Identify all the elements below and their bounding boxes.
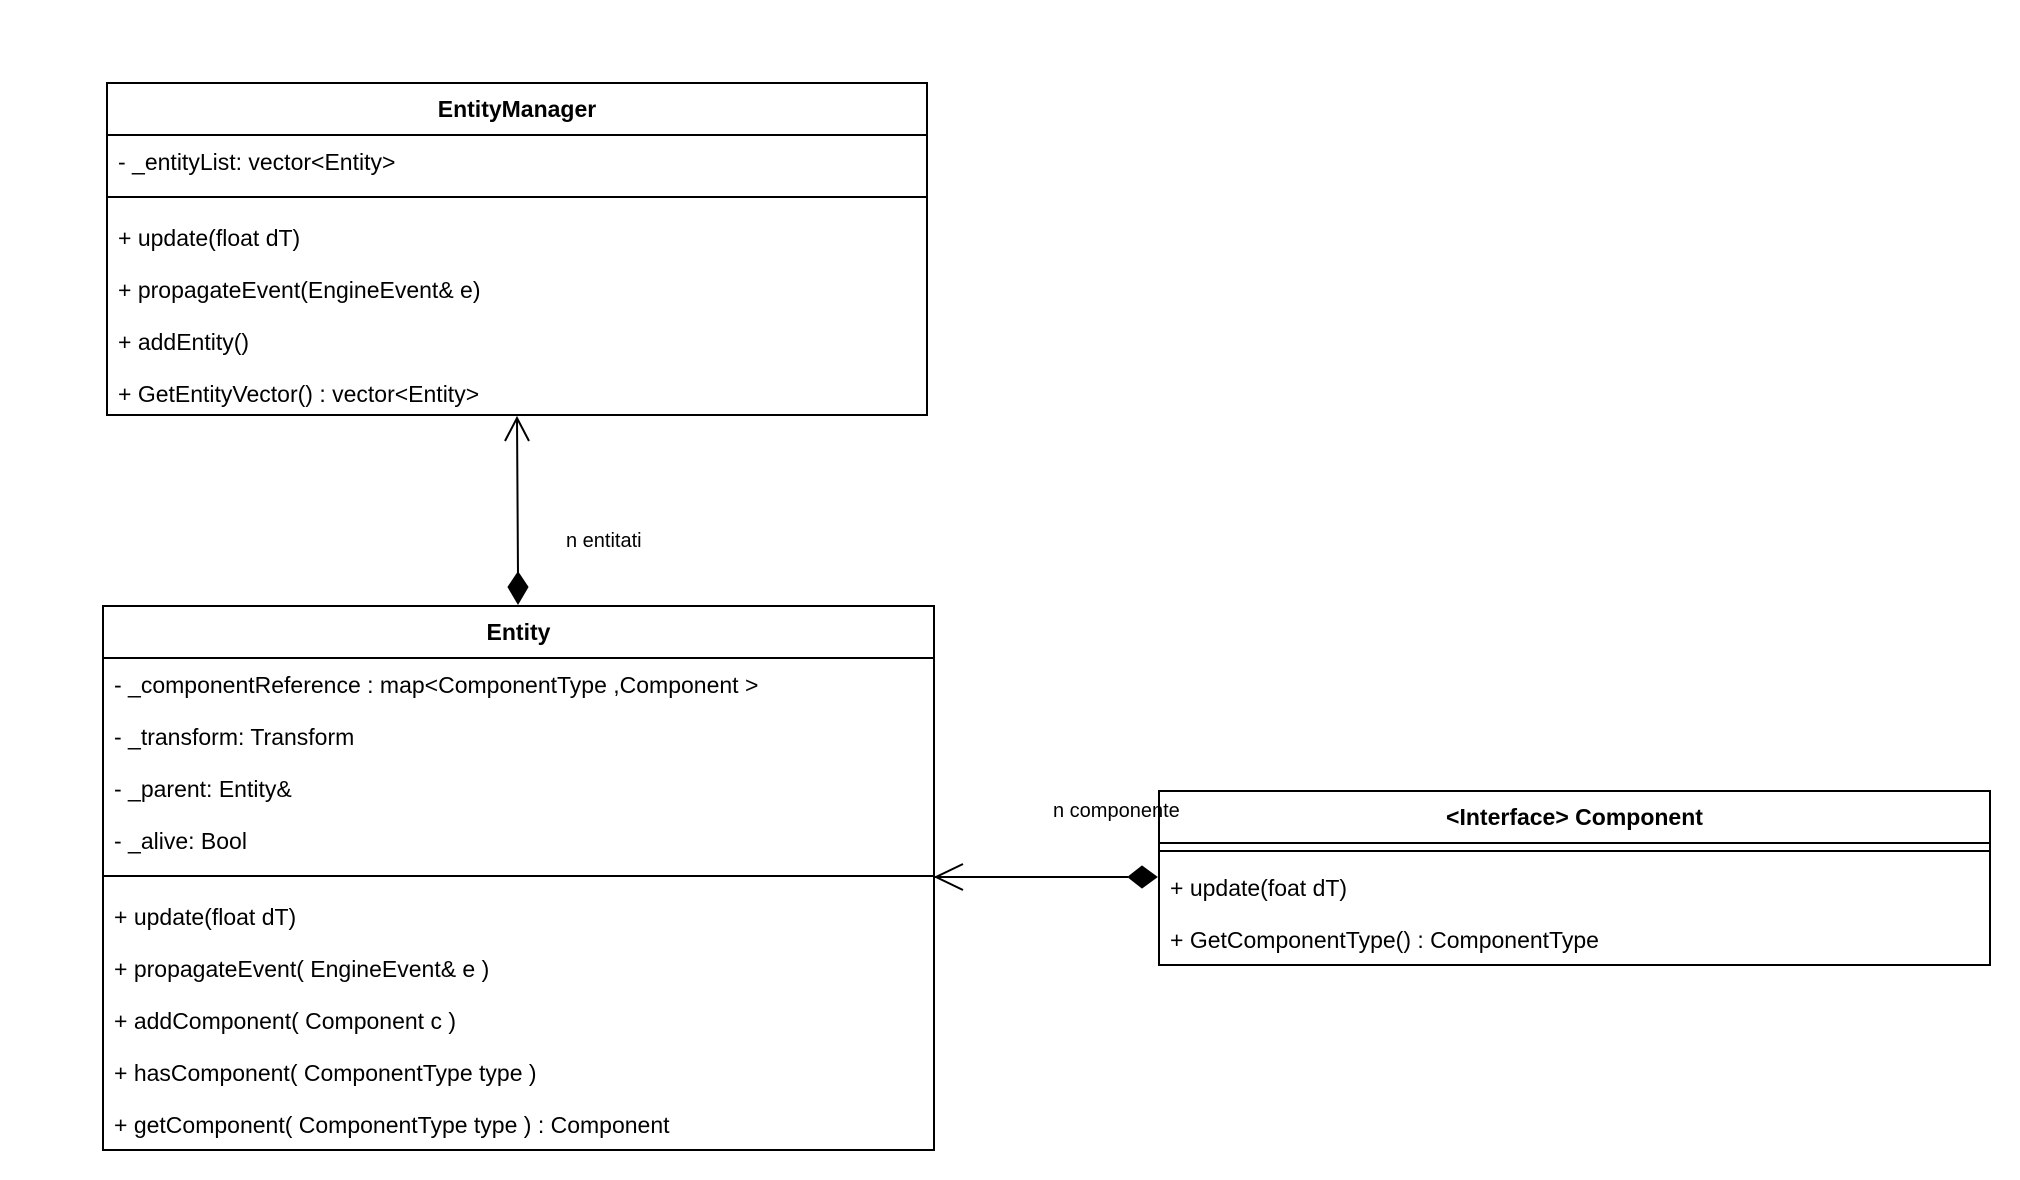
class-attribute: - _componentReference : map<ComponentTyp…: [114, 672, 759, 698]
class-name: <Interface> Component: [1160, 792, 1989, 844]
manager-entity-connector: [516, 417, 519, 576]
class-method: + update(foat dT): [1170, 875, 1348, 901]
open-arrow-head-icon: [933, 863, 964, 891]
class-method: + GetEntityVector() : vector<Entity>: [118, 381, 480, 407]
class-attribute: - _parent: Entity&: [114, 776, 292, 802]
class-method: + getComponent( ComponentType type ) : C…: [114, 1112, 670, 1138]
entity-manager-class[interactable]: EntityManager - _entityList: vector<Enti…: [106, 82, 928, 416]
attributes-section: - _componentReference : map<ComponentTyp…: [104, 659, 933, 877]
class-name: Entity: [104, 607, 933, 659]
entity-class[interactable]: Entity - _componentReference : map<Compo…: [102, 605, 935, 1151]
class-method: + update(float dT): [114, 904, 297, 930]
class-name: EntityManager: [108, 84, 926, 136]
methods-section: + update(float dT) + propagateEvent( Eng…: [104, 877, 933, 1151]
class-method: + hasComponent( ComponentType type ): [114, 1060, 537, 1086]
methods-section: + update(foat dT) + GetComponentType() :…: [1160, 852, 1989, 966]
association-label-entities: n entitati: [566, 530, 642, 552]
composition-diamond-icon: [507, 571, 529, 605]
association-label-components: n componente: [1053, 800, 1180, 822]
class-attribute: - _entityList: vector<Entity>: [118, 149, 396, 175]
class-method: + GetComponentType() : ComponentType: [1170, 927, 1599, 953]
attributes-section: [1160, 844, 1989, 852]
class-attribute: - _transform: Transform: [114, 724, 355, 750]
methods-section: + update(float dT) + propagateEvent(Engi…: [108, 198, 926, 420]
class-method: + propagateEvent(EngineEvent& e): [118, 277, 481, 303]
attributes-section: - _entityList: vector<Entity>: [108, 136, 926, 198]
class-attribute: - _alive: Bool: [114, 828, 247, 854]
component-interface-class[interactable]: <Interface> Component + update(foat dT) …: [1158, 790, 1991, 966]
open-arrow-head-icon: [504, 415, 530, 442]
class-method: + update(float dT): [118, 225, 301, 251]
class-method: + addComponent( Component c ): [114, 1008, 457, 1034]
class-method: + propagateEvent( EngineEvent& e ): [114, 956, 490, 982]
composition-diamond-icon: [1127, 865, 1158, 889]
class-method: + addEntity(): [118, 329, 250, 355]
